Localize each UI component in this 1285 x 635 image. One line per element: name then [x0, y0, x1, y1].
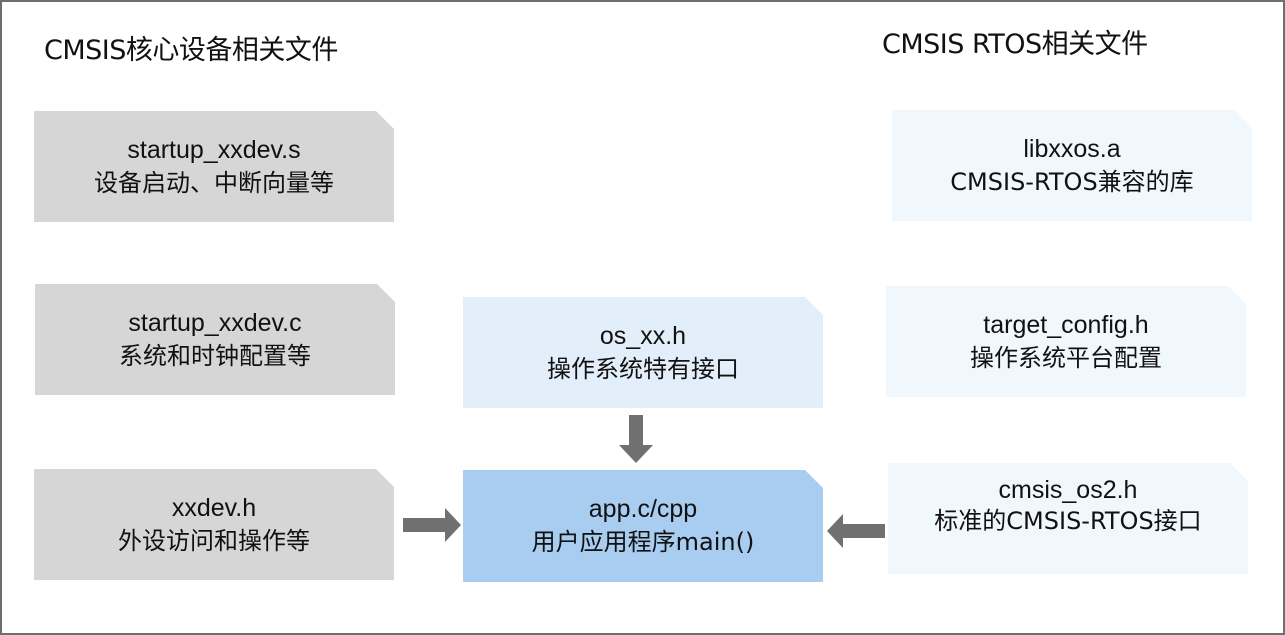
arrow-left-icon: [827, 514, 885, 548]
file-name: os_xx.h: [599, 321, 687, 350]
file-name: libxxos.a: [1023, 134, 1121, 163]
file-description: 标准的CMSIS-RTOS接口: [934, 507, 1202, 535]
arrow-down-icon: [619, 415, 653, 463]
file-description: 操作系统特有接口: [547, 354, 739, 383]
file-name: app.c/cpp: [588, 495, 698, 523]
file-description: 用户应用程序main(): [531, 528, 755, 556]
arrow-right-icon: [403, 508, 461, 542]
file-description: 操作系统平台配置: [970, 343, 1162, 372]
os-xx-h-box: os_xx.h 操作系统特有接口: [463, 297, 823, 408]
file-name: xxdev.h: [171, 493, 257, 522]
file-description: 设备启动、中断向量等: [94, 168, 334, 197]
file-name: cmsis_os2.h: [998, 476, 1138, 504]
target-config-box: target_config.h 操作系统平台配置: [886, 286, 1246, 397]
file-name: target_config.h: [983, 310, 1149, 339]
file-description: 外设访问和操作等: [118, 526, 310, 555]
file-name: startup_xxdev.c: [128, 308, 302, 337]
file-description: CMSIS-RTOS兼容的库: [950, 167, 1194, 196]
file-name: startup_xxdev.s: [127, 135, 301, 164]
cmsis-os2-box: cmsis_os2.h 标准的CMSIS-RTOS接口: [888, 463, 1248, 574]
core-files-heading: CMSIS核心设备相关文件: [44, 35, 338, 66]
file-description: 系统和时钟配置等: [119, 341, 311, 370]
rtos-files-heading: CMSIS RTOS相关文件: [882, 29, 1148, 60]
startup-c-box: startup_xxdev.c 系统和时钟配置等: [35, 284, 395, 395]
xxdev-h-box: xxdev.h 外设访问和操作等: [34, 469, 394, 580]
libxxos-box: libxxos.a CMSIS-RTOS兼容的库: [892, 110, 1252, 221]
app-box: app.c/cpp 用户应用程序main(): [463, 470, 823, 582]
startup-s-box: startup_xxdev.s 设备启动、中断向量等: [34, 111, 394, 222]
